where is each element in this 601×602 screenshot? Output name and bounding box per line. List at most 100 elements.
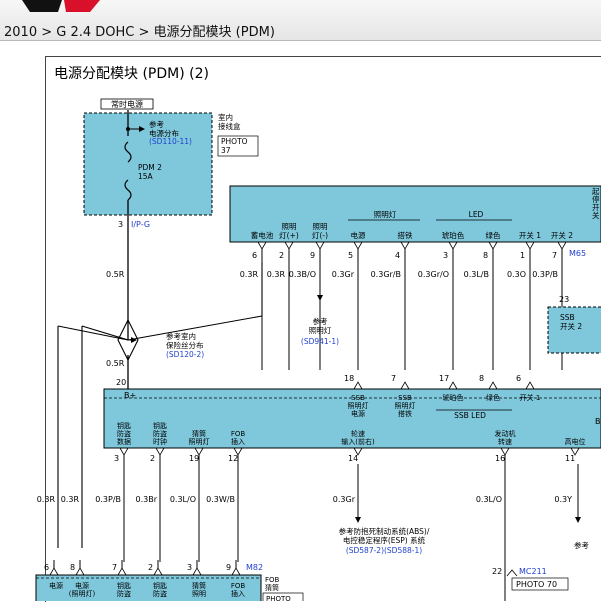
pin-3-label: 3 xyxy=(118,220,123,229)
switch-terminal-label-3: 电源 xyxy=(351,230,366,240)
switch-wire-label-3: 0.3Gr xyxy=(332,270,355,279)
see-indoor-fuse-label: 参考室内保险丝分布 xyxy=(166,331,204,350)
switch-terminal-label-8: 开关 2 xyxy=(551,230,573,240)
lower-wire-label-0: 0.3R xyxy=(37,495,56,504)
switch-terminal-label-4: 搭铁 xyxy=(398,230,413,240)
module-bottom-pin-19: 19 xyxy=(189,454,199,463)
connector-ip-g-label: I/P-G xyxy=(131,220,150,229)
start-stop-switch-module xyxy=(229,185,601,243)
smart-key-module xyxy=(103,388,601,449)
module-bottom-label-6: 高电位 xyxy=(565,437,586,446)
module-bottom-label-1: 钥匙防盗时钟 xyxy=(153,421,167,446)
immobilizer-label-1: 电源(照明灯) xyxy=(69,581,96,598)
module-right-edge-label: B xyxy=(595,417,601,426)
ref-sd941-link[interactable]: (SD941-1) xyxy=(301,337,339,346)
module-pin-17: 17 xyxy=(439,374,449,383)
see-power-dist-label: 参考电源分布 xyxy=(149,119,179,138)
immobilizer-pin-8: 8 xyxy=(70,563,75,572)
module-pin-8: 8 xyxy=(479,374,484,383)
group-lighting-label: 照明灯 xyxy=(374,209,397,219)
lower-wire-label-3: 0.3Br xyxy=(136,495,158,504)
connector-mc211-label: MC211 xyxy=(519,567,547,576)
breadcrumb-engine[interactable]: G 2.4 DOHC xyxy=(56,25,135,40)
photo-bottom-label[interactable]: PHOTO xyxy=(266,595,291,601)
switch-wire-label-0: 0.3R xyxy=(240,270,259,279)
immobilizer-pin-9: 9 xyxy=(226,563,231,572)
ssb-switch2-box xyxy=(547,306,601,354)
switch-wire-label-6: 0.3L/B xyxy=(464,270,489,279)
lower-wire-label-7: 0.3L/O xyxy=(476,495,502,504)
connector-m82-label: M82 xyxy=(246,563,263,572)
module-pin-6: 6 xyxy=(516,374,521,383)
wire-05r-label: 0.5R xyxy=(106,270,125,279)
lower-wire-label-1: 0.3R xyxy=(61,495,80,504)
indoor-junction-label: 室内接线盒 xyxy=(218,112,241,131)
module-pin-7: 7 xyxy=(391,374,396,383)
constant-power-box: 常时电源 xyxy=(100,98,154,110)
module-top-label-4: 开关 1 xyxy=(520,393,541,402)
lower-wire-label-5: 0.3W/B xyxy=(206,495,235,504)
switch-wire-label-4: 0.3Gr/B xyxy=(371,270,401,279)
module-pin-18: 18 xyxy=(344,374,354,383)
immobilizer-pin-6: 6 xyxy=(44,563,49,572)
ref-sd120-link[interactable]: (SD120-2) xyxy=(166,350,204,359)
indoor-junction-box xyxy=(83,112,213,216)
switch-wire-label-5: 0.3Gr/O xyxy=(418,270,449,279)
immobilizer-pin-7: 7 xyxy=(112,563,117,572)
immobilizer-pin-3: 3 xyxy=(187,563,192,572)
breadcrumb: 2010 > G 2.4 DOHC > 电源分配模块 (PDM) xyxy=(4,25,275,40)
immobilizer-pin-2: 2 xyxy=(148,563,153,572)
switch-wire-label-7: 0.3O xyxy=(507,270,526,279)
switch-wire-label-1: 0.3R xyxy=(267,270,286,279)
header-bar: 2010 > G 2.4 DOHC > 电源分配模块 (PDM) xyxy=(0,0,601,41)
switch-terminal-label-5: 琥珀色 xyxy=(442,230,465,240)
constant-power-label: 常时电源 xyxy=(111,99,143,109)
ref-sd587-link[interactable]: (SD587-2)(SD588-1) xyxy=(346,546,422,555)
switch-pin-8: 8 xyxy=(483,251,488,260)
switch-pin-9: 9 xyxy=(310,251,315,260)
switch-terminal-label-0: 蓄电池 xyxy=(251,230,274,240)
switch-terminal-label-7: 开关 1 xyxy=(519,230,541,240)
module-top-label-3: 绿色 xyxy=(486,393,500,402)
switch-pin-7: 7 xyxy=(552,251,557,260)
module-bottom-label-5: 发动机转速 xyxy=(495,429,516,446)
module-bottom-pin-12: 12 xyxy=(228,454,238,463)
ref-sd110-link[interactable]: (SD110-11) xyxy=(149,137,192,146)
module-bottom-label-0: 钥匙防盗数据 xyxy=(117,421,131,446)
module-bottom-pin-2: 2 xyxy=(150,454,155,463)
wire-05r-2-label: 0.5R xyxy=(106,359,125,368)
switch-pin-2: 2 xyxy=(279,251,284,260)
ssb-switch2-pin: 23 xyxy=(559,295,569,304)
b-plus-label: B+ xyxy=(124,391,136,400)
immobilizer-label-0: 电源 xyxy=(49,581,63,590)
module-top-label-2: 琥珀色 xyxy=(443,393,464,402)
switch-pin-3: 3 xyxy=(443,251,448,260)
breadcrumb-model[interactable]: 2010 xyxy=(4,25,38,40)
lower-wire-label-8: 0.3Y xyxy=(554,495,572,504)
module-bottom-pin-14: 14 xyxy=(348,454,358,463)
module-bottom-pin-3: 3 xyxy=(114,454,119,463)
immobilizer-label-2: 钥匙防盗 xyxy=(117,581,131,598)
breadcrumb-page-title: 电源分配模块 (PDM) xyxy=(153,25,275,40)
switch-pin-1: 1 xyxy=(520,251,525,260)
switch-wire-label-8: 0.3P/B xyxy=(532,270,558,279)
top-wires: 60.3R20.3R90.3B/O50.3Gr40.3Gr/B30.3Gr/O8… xyxy=(240,241,567,370)
connector-m65-label: M65 xyxy=(569,249,586,258)
switch-side-label: 起停开关 xyxy=(592,187,600,220)
lower-wire-label-6: 0.3Gr xyxy=(333,495,356,504)
see-right-label: 参考 xyxy=(574,540,589,550)
photo-70-label[interactable]: PHOTO 70 xyxy=(516,580,557,589)
pin-20-label: 20 xyxy=(116,378,126,387)
switch-pin-5: 5 xyxy=(348,251,353,260)
